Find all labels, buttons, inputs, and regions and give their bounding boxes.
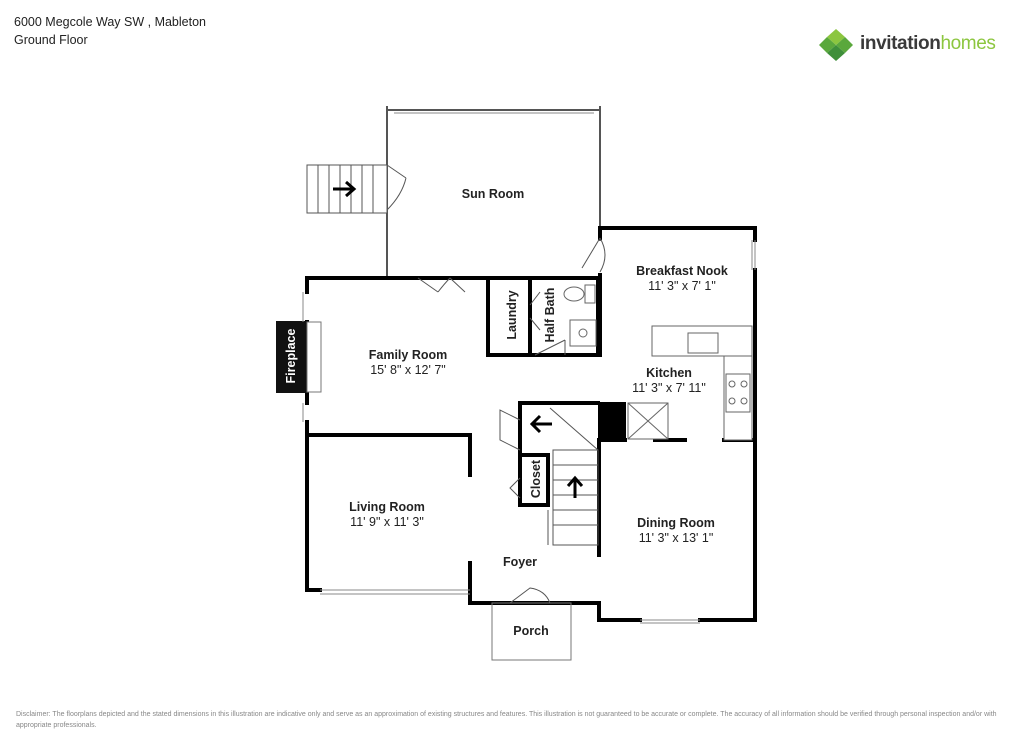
fireplace-block — [276, 321, 307, 393]
property-address: 6000 Megcole Way SW , Mableton — [14, 15, 206, 29]
logo-mark-icon — [819, 29, 853, 61]
bath-fixtures — [563, 284, 597, 347]
floor-label: Ground Floor — [14, 33, 88, 47]
porch-outline — [491, 602, 572, 661]
logo-prefix: invitation — [860, 33, 941, 54]
stairs-landing-arrow-icon — [529, 414, 552, 434]
fridge-block — [598, 402, 626, 440]
exterior-walls — [305, 226, 757, 622]
fireplace-label: Fireplace — [284, 328, 298, 384]
logo-suffix: homes — [940, 33, 996, 54]
stair-walls — [518, 401, 600, 507]
laundry-label: Laundry — [505, 290, 519, 340]
invitation-homes-logo: invitationhomes — [818, 28, 1008, 62]
doors — [386, 164, 606, 604]
half-bath-label: Half Bath — [543, 287, 557, 343]
laundry-bath-walls — [486, 276, 600, 357]
logo-wordmark: invitationhomes — [860, 33, 996, 55]
kitchen-fixtures — [627, 325, 753, 441]
disclaimer-text: Disclaimer: The floorplans depicted and … — [16, 711, 997, 729]
stairs-up-arrow-icon — [566, 475, 584, 498]
closet-label: Closet — [529, 459, 543, 499]
porch-label: Porch — [513, 624, 549, 638]
interior-stairs — [547, 407, 599, 546]
sun-room-label: Sun Room — [461, 187, 525, 201]
foyer-label: Foyer — [502, 555, 538, 569]
windows — [302, 112, 756, 624]
exterior-stairs-arrow-icon — [333, 180, 357, 198]
